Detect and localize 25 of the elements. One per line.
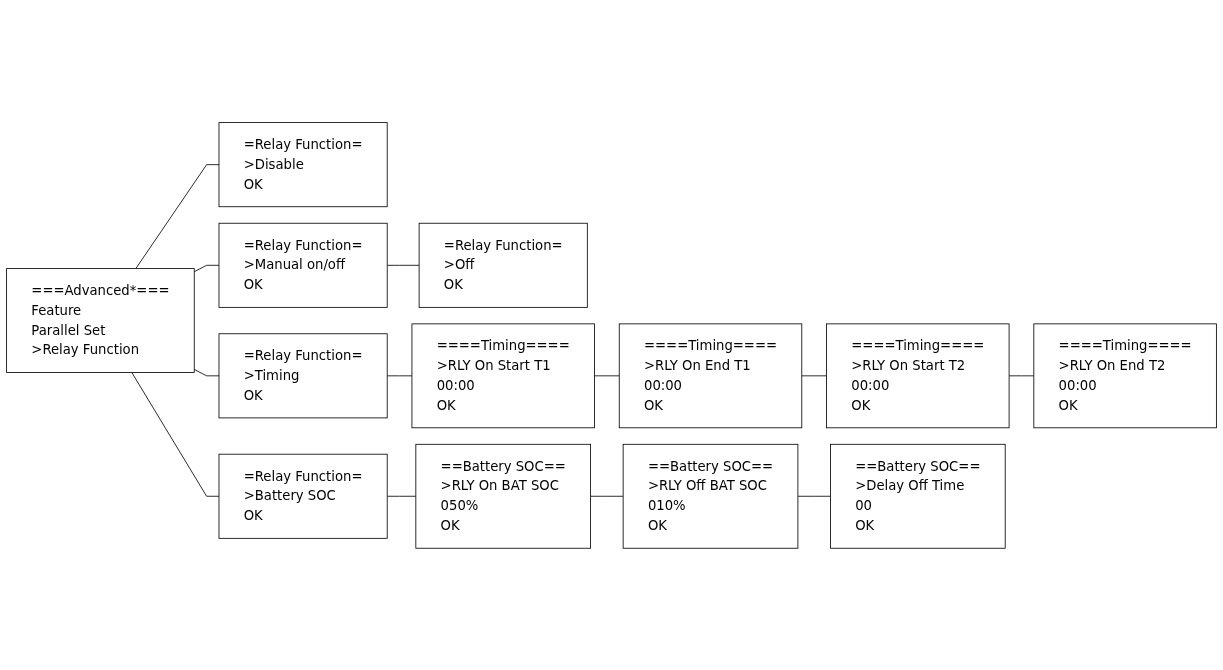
node-box: =Relay Function= >Timing OK	[218, 332, 388, 418]
node-box: ====Timing==== >RLY On Start T1 00:00 OK	[411, 323, 595, 428]
connector	[135, 163, 220, 269]
connector	[590, 495, 624, 497]
connector	[131, 371, 220, 497]
node-box: =Relay Function= >Disable OK	[218, 121, 388, 207]
node-box: =Relay Function= >Battery SOC OK	[218, 453, 388, 539]
node-box: ==Battery SOC== >RLY On BAT SOC 050% OK	[415, 443, 591, 549]
connector	[1008, 375, 1035, 376]
node-box: ==Battery SOC== >Delay Off Time 00 OK	[830, 443, 1006, 549]
node-box: =Relay Function= >Off OK	[418, 222, 588, 308]
connector	[594, 375, 620, 376]
node-box: =Relay Function= >Manual on/off OK	[218, 222, 388, 308]
node-box: ====Timing==== >RLY On End T1 00:00 OK	[618, 323, 803, 428]
node-box: ===Advanced*=== Feature Parallel Set >Relay Function	[6, 267, 195, 373]
connector	[193, 368, 220, 376]
connector	[386, 495, 417, 497]
connector	[386, 264, 420, 266]
connector	[386, 375, 413, 376]
connector	[801, 375, 827, 376]
node-box: ====Timing==== >RLY On Start T2 00:00 OK	[826, 323, 1010, 428]
connector	[193, 264, 220, 272]
node-box: ====Timing==== >RLY On End T2 00:00 OK	[1033, 323, 1217, 428]
node-box: ==Battery SOC== >RLY Off BAT SOC 010% OK	[622, 443, 799, 549]
connector	[797, 495, 831, 497]
